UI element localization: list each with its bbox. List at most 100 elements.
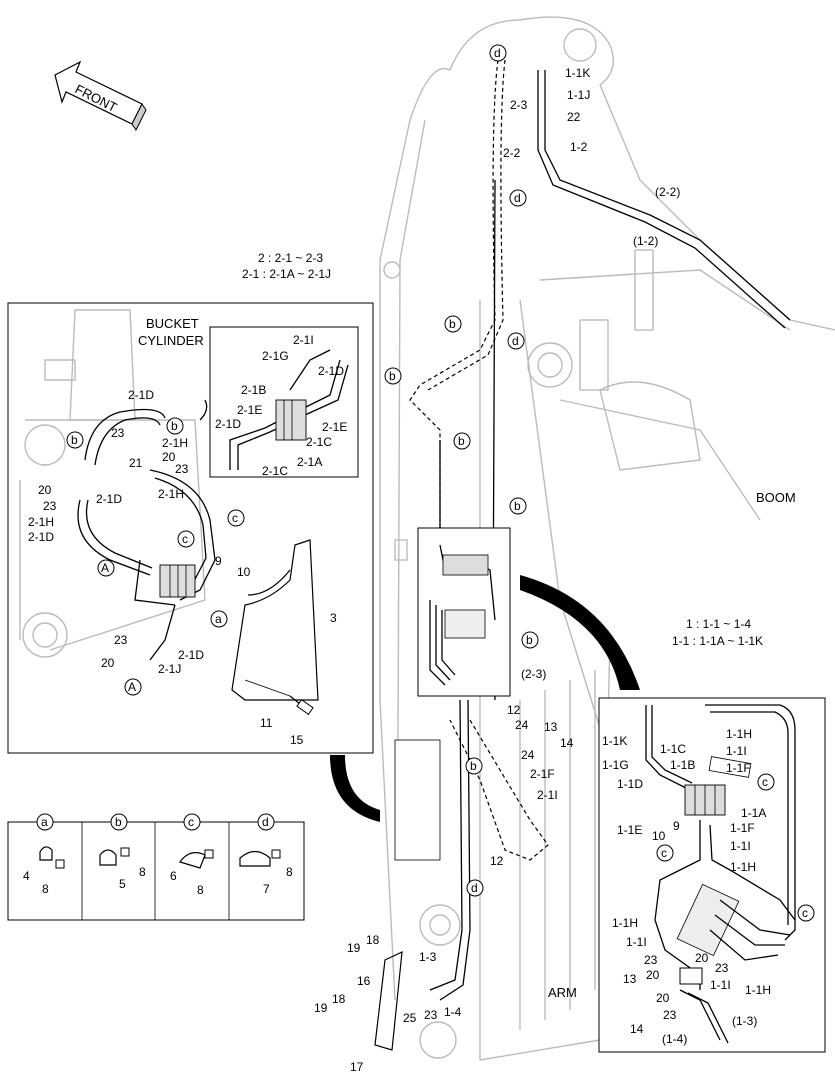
clamp-marker-b: b [526,633,533,647]
part-label: 2-1A [297,455,322,469]
part-label: 19 [314,1001,328,1015]
part-label: 2-3 [510,98,528,112]
part-label: 13 [623,972,637,986]
part-label: 2-1I [293,333,314,347]
part-label: 1-3 [419,950,437,964]
svg-text:c: c [661,846,667,860]
boom-label: BOOM [756,490,796,505]
part-label: 2-1C [262,464,288,478]
part-label: 1-1E [617,823,642,837]
part-label: 17 [350,1060,364,1074]
part-label: 1-1I [626,935,647,949]
part-label: (1-4) [662,1032,687,1046]
part-label: 1-1K [602,734,627,748]
part-label: 20 [656,991,670,1005]
part-label: 1-1A [741,806,766,820]
part-label: 1-1K [565,66,590,80]
part-label: 23 [43,499,57,513]
clamp-marker-d: d [494,46,501,60]
part-label: 2-1G [262,349,289,363]
part-label: 9 [673,819,680,833]
part-label: 9 [215,554,222,568]
clamp-view-b: b 5 8 [99,813,146,891]
part-label: 14 [560,736,574,750]
svg-text:5: 5 [119,877,126,891]
part-label: 18 [332,992,346,1006]
part-label: 1-1G [602,758,629,772]
part-label: 1-2 [570,140,588,154]
part-label: 1-1H [745,983,771,997]
svg-text:A: A [101,561,109,575]
part-label: 10 [237,565,251,579]
part-label: 20 [646,968,660,982]
main-part-labels: 1-1K 1-1J 2-3 22 1-2 2-2 (2-2) (1-2) (2-… [314,66,680,1074]
part-label: 1-1J [567,88,590,102]
svg-text:4: 4 [23,869,30,883]
arm-label: ARM [548,985,577,1000]
part-label: 23 [644,953,658,967]
part-label: (2-2) [655,185,680,199]
part-label: 18 [366,933,380,947]
svg-text:7: 7 [263,882,270,896]
part-label: (1-3) [732,1014,757,1028]
part-label: 12 [490,854,504,868]
part-label: 23 [663,1008,677,1022]
arm-valve-bracket [394,739,441,861]
part-label: 22 [567,110,581,124]
part-label: 19 [347,941,361,955]
part-label: 14 [630,1022,644,1036]
part-label: 1-1I [710,978,731,992]
legend-right-line1: 1 : 1-1 ~ 1-4 [686,617,751,631]
clamp-views-table: a 4 8 b 5 8 c 6 8 d 7 8 [7,813,305,921]
clamp-marker-d: d [512,334,519,348]
part-label: 1-1F [730,821,755,835]
part-label: 24 [521,748,535,762]
part-label: 10 [652,829,666,843]
svg-text:8: 8 [197,883,204,897]
svg-text:c: c [762,775,768,789]
part-label: 3 [330,611,337,625]
part-label: 11 [260,716,273,730]
clamp-marker-b: b [470,759,477,773]
svg-text:8: 8 [42,882,49,896]
part-label: 20 [38,483,52,497]
part-label: 13 [544,720,558,734]
part-label: 2-1J [158,662,181,676]
svg-text:8: 8 [139,865,146,879]
clamp-view-c: c 6 8 [170,813,214,897]
svg-text:a: a [215,612,222,626]
clamp-marker-b: b [449,317,456,331]
svg-text:d: d [262,815,269,829]
bucket-cylinder-title-1: BUCKET [146,316,199,331]
part-label: 2-1F [530,767,555,781]
part-label: 1-1B [670,758,695,772]
legend-right-line2: 1-1 : 1-1A ~ 1-1K [672,634,763,648]
arm-bracket [374,951,403,1051]
part-label: 2-1D [28,530,54,544]
svg-text:c: c [182,532,188,546]
part-label: 20 [695,951,709,965]
part-label: 2-1H [28,515,54,529]
svg-text:a: a [41,815,48,829]
clamp-view-a: a 4 8 [23,813,65,896]
svg-text:b: b [71,433,78,447]
part-label: 23 [424,1008,438,1022]
part-label: 2-1E [322,420,347,434]
part-label: 24 [515,718,529,732]
part-label: 23 [114,633,128,647]
part-label: 23 [175,462,189,476]
part-label: 2-1D [96,492,122,506]
part-label: 16 [357,974,371,988]
part-label: 2-1E [237,403,262,417]
part-label: 2-1H [162,436,188,450]
part-label: 1-1D [617,777,643,791]
part-label: 21 [129,456,143,470]
part-label: 12 [507,703,521,717]
part-label: 1-1F [726,761,751,775]
clamp-marker-d: d [514,191,521,205]
svg-text:b: b [171,419,178,433]
part-label: 2-1D [128,388,154,402]
part-label: 2-1C [306,435,332,449]
svg-text:A: A [128,680,136,694]
